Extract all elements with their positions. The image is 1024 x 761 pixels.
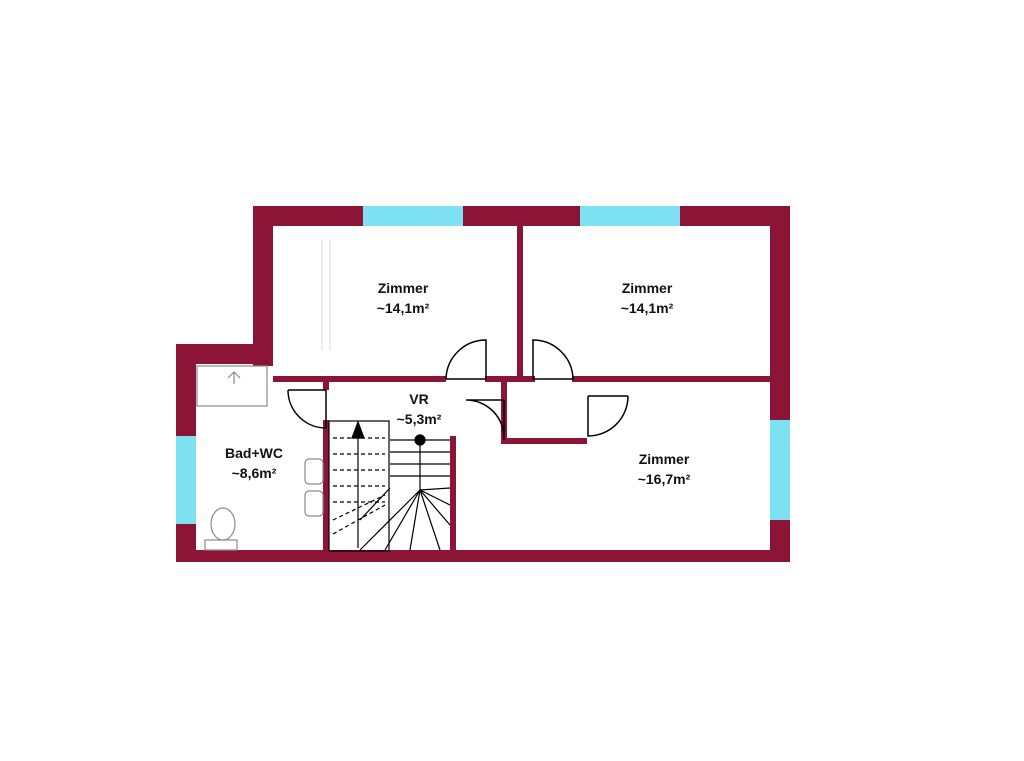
stair-step: [409, 489, 421, 551]
room-area: ~14,1m²: [620, 300, 674, 316]
wall-vr-left-stub: [323, 376, 329, 390]
sink-icon: [304, 458, 324, 517]
room-name: Zimmer: [638, 451, 690, 467]
wall-rooms-divider: [517, 226, 523, 382]
stair-step: [332, 504, 386, 535]
toilet-tank: [204, 539, 238, 551]
sink-basin: [304, 458, 324, 485]
wall-nook-bottom: [501, 438, 587, 444]
room-name: Zimmer: [377, 280, 429, 296]
room-label-vr: VR ~5,3m²: [359, 389, 479, 429]
windows: [176, 206, 790, 524]
stair-frame: [328, 420, 390, 552]
wall-left-upper: [253, 206, 273, 366]
door-swing-icon: [465, 399, 505, 441]
outer-walls: [176, 206, 790, 562]
window-top-right: [580, 206, 680, 226]
stair-step: [384, 489, 421, 551]
room-label-zimmer-3: Zimmer ~16,7m²: [604, 449, 724, 489]
shower-head: [227, 371, 241, 384]
door-swing-icon: [287, 389, 327, 429]
wall-stair-right: [450, 436, 456, 556]
door-swing-icon: [532, 339, 574, 380]
room-area: ~5,3m²: [396, 411, 442, 427]
stair-step: [419, 487, 451, 491]
door-swing-icon: [445, 339, 487, 380]
shower-icon: [196, 365, 268, 407]
room-name: Zimmer: [621, 280, 673, 296]
wall-room2-bottom: [572, 376, 770, 382]
room-name: Bad+WC: [225, 445, 283, 461]
room-label-zimmer-2: Zimmer ~14,1m²: [587, 278, 707, 318]
stair-step: [419, 489, 441, 551]
door-swing-icon: [587, 395, 629, 437]
wall-room1-bottom-a: [273, 376, 329, 382]
stair-step: [332, 494, 386, 521]
window-top-left: [363, 206, 463, 226]
room-area: ~14,1m²: [376, 300, 430, 316]
stair-start-dot: [414, 434, 426, 446]
window-right: [770, 420, 790, 520]
staircase-icon: [328, 420, 451, 552]
room-label-bad-wc: Bad+WC ~8,6m²: [194, 443, 314, 483]
room-label-zimmer-1: Zimmer ~14,1m²: [343, 278, 463, 318]
wall-room1-bottom-b: [328, 376, 446, 382]
toilet-bowl: [210, 507, 236, 541]
room-area: ~16,7m²: [637, 471, 691, 487]
bath-fixtures: [196, 365, 324, 551]
wall-bath-top: [176, 344, 273, 364]
stair-step: [419, 489, 451, 506]
toilet-icon: [204, 507, 238, 551]
wall-stair-left: [323, 420, 329, 556]
stair-arrow-head: [351, 420, 365, 439]
stair-step: [419, 489, 451, 526]
stair-step: [359, 489, 421, 551]
sink-basin: [304, 490, 324, 517]
door-swings: [287, 339, 629, 441]
wall-bottom: [176, 550, 790, 562]
wall-top: [253, 206, 790, 226]
wall-room1-bottom-c: [485, 376, 535, 382]
window-left: [176, 436, 196, 524]
room-name: VR: [409, 391, 429, 407]
stair-step: [359, 487, 391, 521]
room-area: ~8,6m²: [231, 465, 277, 481]
wall-hatch: [321, 240, 331, 350]
interior-walls: [273, 226, 770, 556]
